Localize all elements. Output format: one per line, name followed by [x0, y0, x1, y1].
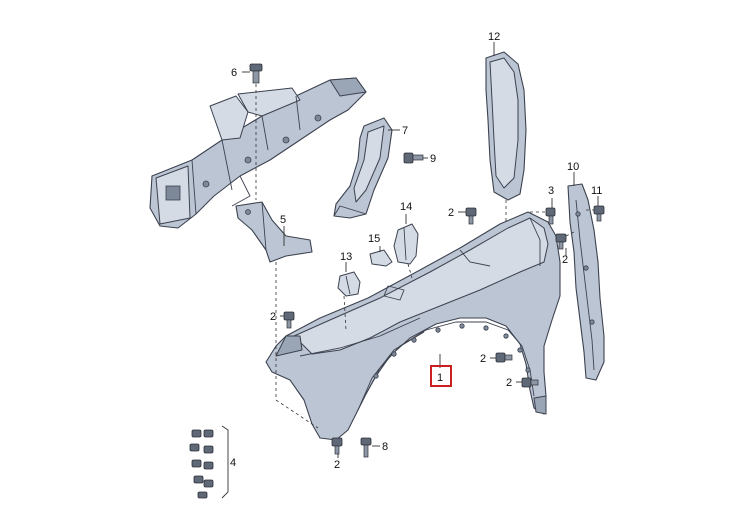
bracket-part-14: [393, 223, 419, 265]
arch-clip-holes: [373, 323, 531, 379]
callout-2-left: 2: [270, 311, 276, 323]
callout-2-right: 2: [562, 254, 568, 266]
callout-7: 7: [402, 125, 408, 137]
callout-2-arch-lower: 2: [506, 377, 512, 389]
callout-15: 15: [368, 233, 380, 245]
assembly-dashed-lines: [255, 84, 594, 429]
callout-3: 3: [548, 185, 554, 197]
callout-2-top: 2: [448, 207, 454, 219]
bolt-part-3: [545, 207, 556, 225]
bolt-part-2-left: [283, 311, 295, 329]
front-fender-part-1: [265, 211, 561, 441]
clip-part-13: [337, 271, 361, 297]
fastener-set-part-4: [189, 425, 229, 499]
callout-11: 11: [591, 185, 602, 197]
bolt-part-2-arch-upper: [495, 352, 513, 363]
bolt-part-2-bottom: [331, 437, 343, 455]
callout-12: 12: [488, 31, 500, 43]
trim-strip-part-12: [485, 51, 527, 201]
callout-4: 4: [230, 457, 236, 469]
bolt-part-11: [593, 205, 605, 222]
body-frame-member: [149, 77, 367, 229]
highlighted-callout-box: [430, 365, 452, 387]
callout-8: 8: [382, 441, 388, 453]
callout-14: 14: [400, 201, 412, 213]
seal-strip-part-10: [567, 183, 605, 381]
stud-part-8: [360, 437, 372, 458]
callout-9: 9: [430, 153, 436, 165]
callout-1: 1: [437, 372, 443, 384]
callout-6: 6: [231, 67, 237, 79]
callout-5: 5: [280, 214, 286, 226]
callout-2-arch-upper: 2: [480, 353, 486, 365]
callout-13: 13: [340, 251, 352, 263]
bracket-part-7: [333, 117, 393, 219]
bracket-part-5: [235, 201, 313, 263]
bolt-part-2-right: [555, 233, 567, 250]
callout-2-bottom: 2: [334, 459, 340, 471]
clip-part-15: [369, 249, 393, 267]
bolt-part-9: [403, 152, 424, 164]
bolt-part-2-arch-lower: [521, 377, 539, 388]
callout-labels: 1 12 6 7 9 10 3 11 5 14 2 15 2 13 2 2 2 …: [230, 31, 602, 471]
bolt-part-2-top: [465, 207, 477, 225]
leader-lines: [242, 42, 599, 458]
bolt-part-6: [249, 63, 263, 84]
callout-10: 10: [567, 161, 579, 173]
